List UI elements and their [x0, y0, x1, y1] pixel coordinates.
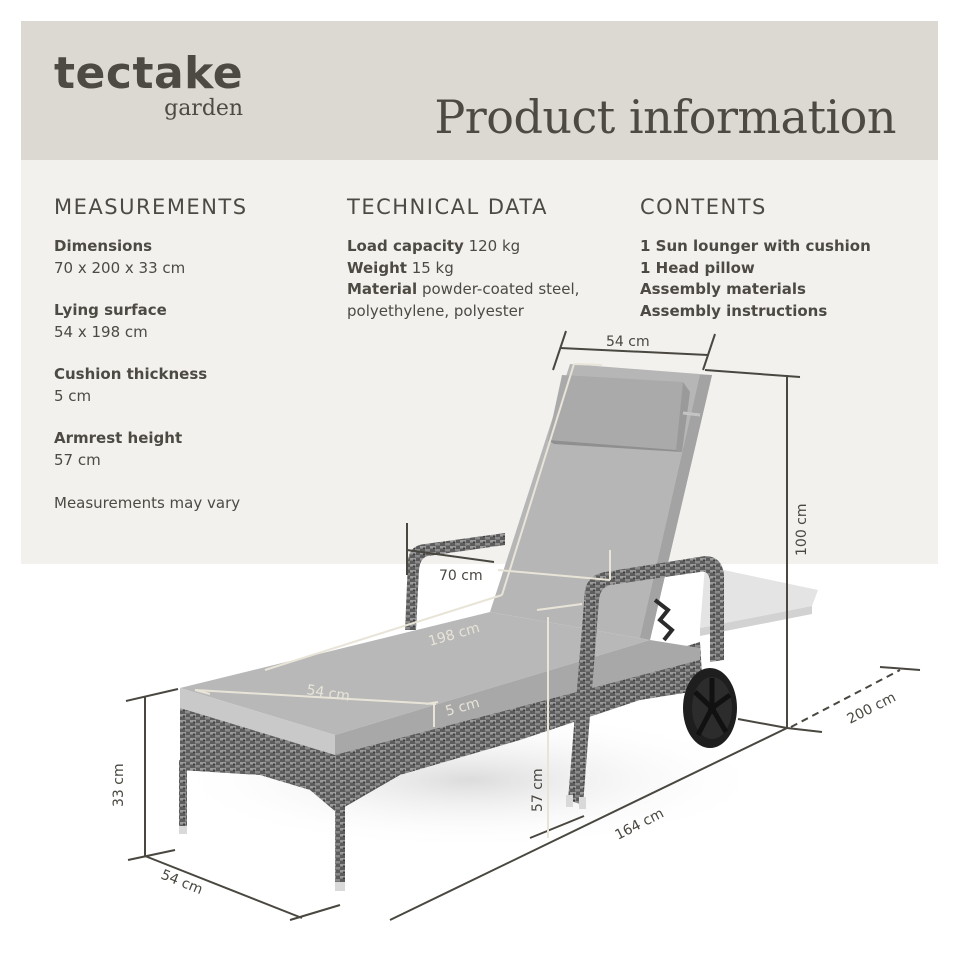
cushion-dimension-lines: [194, 363, 611, 838]
label-seat-width: 54 cm: [305, 682, 351, 705]
measurement-cushion-thickness: Cushion thickness 5 cm: [54, 364, 324, 407]
technical-section: TECHNICAL DATA Load capacity 120 kg Weig…: [347, 194, 627, 322]
measurement-dimensions: Dimensions 70 x 200 x 33 cm: [54, 236, 324, 279]
contents-item: 1 Sun lounger with cushion: [640, 237, 871, 255]
rattan-frame: [179, 642, 703, 891]
brand-logo: tectake garden: [54, 48, 244, 122]
label-backrest-height: 100 cm: [794, 503, 810, 556]
tech-value: powder-coated steel,: [421, 280, 580, 298]
right-armrest: [566, 556, 724, 809]
measurement-value: 5 cm: [54, 387, 92, 405]
extension-cushion: [700, 566, 818, 636]
measurements-note: Measurements may vary: [54, 494, 241, 512]
measurement-value: 57 cm: [54, 451, 101, 469]
seat-cushion: [180, 612, 700, 755]
header-band: [21, 21, 938, 160]
tech-material: Material powder-coated steel,: [347, 279, 627, 301]
measurement-armrest-height: Armrest height 57 cm: [54, 428, 324, 471]
brand-sub: garden: [164, 96, 244, 121]
page-title: Product information: [434, 89, 896, 144]
tech-label: Weight: [347, 258, 407, 277]
tech-material-cont: polyethylene, polyester: [347, 301, 524, 320]
measurement-value: 70 x 200 x 33 cm: [54, 259, 186, 277]
tech-label: Load capacity: [347, 237, 464, 255]
measurement-value: 54 x 198 cm: [54, 323, 148, 341]
contents-item: 1 Head pillow: [640, 258, 755, 277]
left-armrest: [405, 533, 505, 630]
measurements-section: MEASUREMENTS Dimensions 70 x 200 x 33 cm…: [54, 194, 324, 514]
label-armrest-height: 57 cm: [530, 768, 546, 812]
measurement-label: Lying surface: [54, 301, 167, 319]
measurement-label: Cushion thickness: [54, 365, 208, 383]
label-total-length: 200 cm: [845, 689, 899, 727]
label-total-width: 70 cm: [439, 568, 483, 584]
tech-load-capacity: Load capacity 120 kg: [347, 236, 627, 258]
wheel: [683, 668, 737, 748]
label-seat-height: 33 cm: [111, 763, 127, 807]
measurement-label: Armrest height: [54, 429, 183, 447]
tech-value: 120 kg: [468, 237, 521, 255]
contents-heading: CONTENTS: [640, 195, 767, 219]
contents-section: CONTENTS 1 Sun lounger with cushion 1 He…: [640, 194, 930, 322]
contents-item: Assembly materials: [640, 280, 806, 298]
technical-heading: TECHNICAL DATA: [347, 195, 548, 219]
tech-value: 15 kg: [411, 258, 454, 277]
head-pillow-shape: [548, 375, 701, 452]
label-backrest-width: 54 cm: [606, 334, 650, 350]
measurement-lying-surface: Lying surface 54 x 198 cm: [54, 300, 324, 343]
brand-name: tectake: [54, 48, 244, 99]
info-panel: [21, 160, 938, 564]
dimension-lines: [125, 330, 921, 921]
contents-item: Assembly instructions: [640, 301, 828, 320]
measurement-label: Dimensions: [54, 237, 153, 255]
measurements-heading: MEASUREMENTS: [54, 195, 248, 219]
tech-label: Material: [347, 280, 418, 298]
tech-weight: Weight 15 kg: [347, 258, 627, 280]
